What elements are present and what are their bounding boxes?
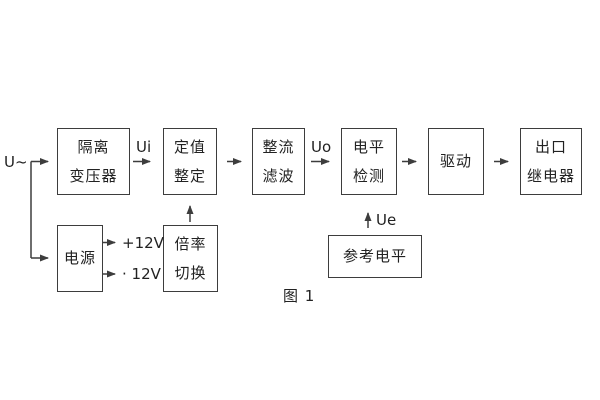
block-label-line: 整流 <box>262 137 295 156</box>
block-isolation-transformer: 隔离 变压器 <box>57 128 130 195</box>
block-label-line: 参考电平 <box>342 247 407 265</box>
block-label-line: 定值 <box>173 137 206 156</box>
block-label-line: 电平 <box>352 137 385 156</box>
block-label-line: 继电器 <box>526 166 575 185</box>
label-minus-12v: · 12V <box>122 265 161 283</box>
label-ui: Ui <box>136 138 152 156</box>
block-label-line: 检测 <box>352 166 385 185</box>
block-label-line: 变压器 <box>69 166 118 185</box>
block-rectifier-filter: 整流 滤波 <box>252 128 305 195</box>
block-label-line: 隔离 <box>77 137 110 156</box>
block-label-line: 电源 <box>63 249 96 267</box>
block-reference-level: 参考电平 <box>328 235 422 278</box>
block-setpoint-setting: 定值 整定 <box>163 128 217 195</box>
block-label-line: 驱动 <box>439 152 472 170</box>
block-drive: 驱动 <box>428 128 484 195</box>
block-level-detection: 电平 检测 <box>341 128 397 195</box>
block-label-line: 滤波 <box>262 166 295 185</box>
label-uo: Uo <box>311 138 332 156</box>
block-output-relay: 出口 继电器 <box>520 128 582 195</box>
label-ue: Ue <box>376 211 397 229</box>
block-label-line: 整定 <box>173 166 206 185</box>
label-input-u: U~ <box>4 153 28 171</box>
block-ratio-switching: 倍率 切换 <box>163 225 218 292</box>
figure-caption: 图 1 <box>283 287 316 305</box>
block-label-line: 切换 <box>174 263 207 282</box>
block-label-line: 出口 <box>534 137 567 156</box>
label-plus-12v: +12V <box>122 234 164 252</box>
block-power-supply: 电源 <box>57 225 103 292</box>
block-label-line: 倍率 <box>174 234 207 253</box>
